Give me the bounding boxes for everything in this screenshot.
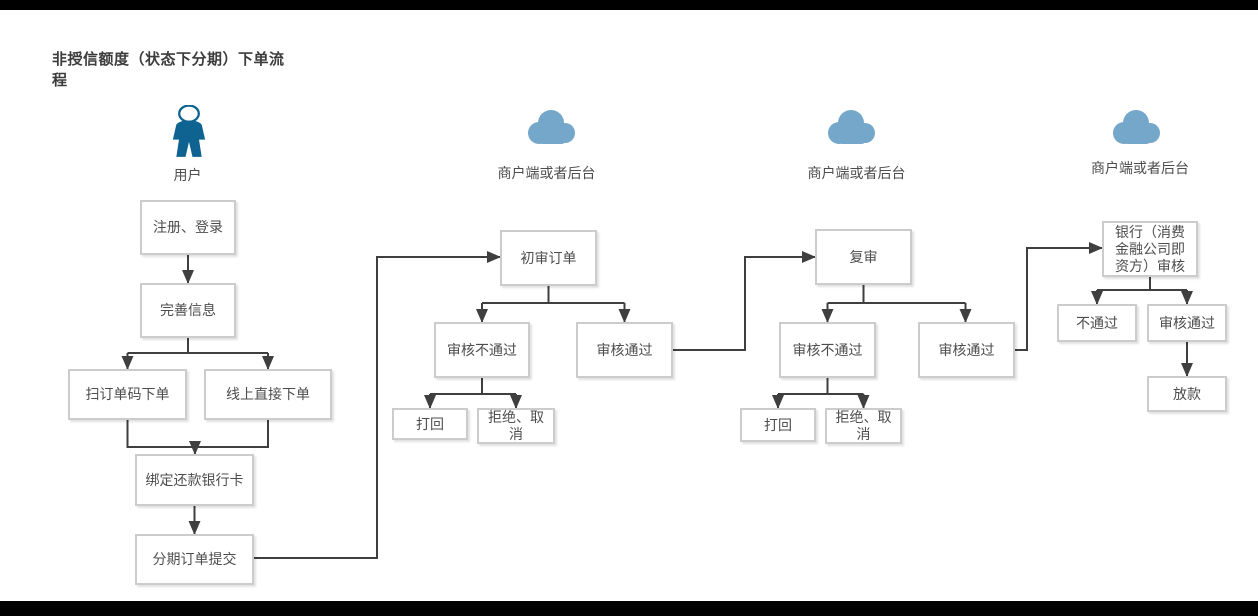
node-first-review-pass: 审核通过 (576, 322, 673, 378)
connector-complete-split-spine (127, 338, 268, 354)
node-second-reject-cancel: 拒绝、取消 (825, 408, 902, 444)
connector-firstfail-split-spine (430, 378, 516, 395)
node-bank-pass: 审核通过 (1147, 304, 1227, 342)
node-first-review-fail: 审核不通过 (434, 322, 530, 378)
node-submit-order: 分期订单提交 (135, 534, 254, 585)
lane-label-user: 用户 (145, 160, 230, 190)
connector-merge-spine (126, 420, 269, 448)
node-register-login: 注册、登录 (140, 200, 236, 255)
diagram-title: 非授信额度（状态下分期）下单流程 (52, 50, 296, 89)
node-scan-order: 扫订单码下单 (68, 369, 187, 420)
connector-firstreview-split-spine (482, 286, 625, 304)
node-second-review-pass: 审核通过 (918, 322, 1015, 378)
node-first-return: 打回 (392, 408, 468, 440)
node-loan: 放款 (1147, 376, 1227, 412)
cloud-icon (1113, 110, 1160, 144)
node-first-reject-cancel: 拒绝、取消 (477, 408, 555, 444)
connector-bank-split-spine (1097, 277, 1187, 291)
lane-label-merchant-3: 商户端或者后台 (1082, 152, 1198, 183)
connector-secondfail-split-spine (778, 378, 864, 395)
connector-secondreview-split-spine (827, 285, 966, 304)
lane-label-merchant-2: 商户端或者后台 (800, 158, 913, 187)
node-second-review-fail: 审核不通过 (779, 322, 876, 378)
node-second-return: 打回 (740, 408, 816, 442)
node-complete-info: 完善信息 (140, 283, 236, 338)
node-second-review: 复审 (815, 229, 912, 285)
top-black-bar (0, 0, 1258, 10)
bottom-black-bar (0, 601, 1258, 616)
cloud-icon (828, 110, 875, 144)
node-online-order: 线上直接下单 (204, 369, 332, 420)
cloud-icon (528, 110, 575, 144)
node-first-review: 初审订单 (500, 230, 597, 286)
lane-label-merchant-1: 商户端或者后台 (490, 158, 603, 187)
node-bind-card: 绑定还款银行卡 (135, 454, 254, 506)
person-icon (172, 105, 206, 157)
node-bank-fail: 不通过 (1057, 304, 1137, 342)
node-bank-review: 银行（消费金融公司即资方）审核 (1102, 221, 1198, 277)
